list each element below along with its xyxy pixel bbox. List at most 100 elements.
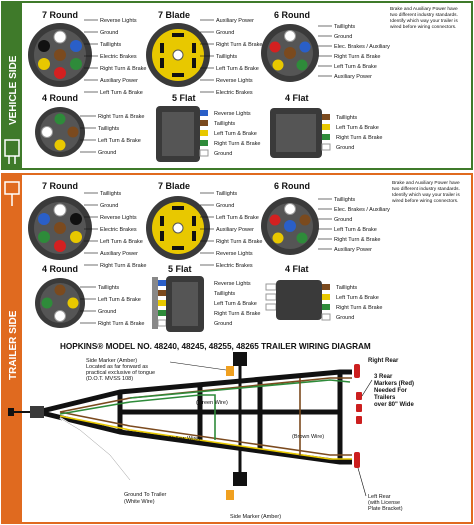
svg-text:(with License: (with License [368, 500, 400, 506]
svg-text:Needed For: Needed For [374, 388, 408, 394]
pin-red [54, 67, 66, 79]
pin-label: Left Turn & Brake [216, 66, 259, 72]
pin-green [70, 58, 82, 70]
pin-label: Taillights [98, 285, 119, 291]
trailer-6-round: 6 Round Taillights Elec. Brakes / Auxili… [261, 180, 460, 255]
pin-label: Reverse Lights [100, 215, 137, 221]
pin-label: Electric Brakes [100, 227, 137, 233]
ground-label: Ground To Trailer [124, 492, 167, 498]
pin-label: Ground [100, 30, 118, 36]
vehicle-4-round: 4 Round Right Turn & Brake Taillights Le… [35, 93, 144, 157]
pin-label: Left Turn & Brake [334, 64, 377, 70]
svg-text:Trailers: Trailers [374, 395, 396, 401]
green-wire-label: (Green Wire) [196, 400, 228, 406]
pin-label: Elec. Brakes / Auxiliary [334, 44, 390, 50]
pin-label: Right Turn & Brake [98, 114, 144, 120]
vehicle-7-blade: 7 Blade Auxiliary Power Ground Right Tur… [146, 10, 262, 96]
wiring-diagram-title: HOPKINS® MODEL NO. 48240, 48245, 48255, … [60, 342, 371, 351]
vehicle-4-flat: 4 Flat Taillights Left Turn & Brake Righ… [270, 93, 382, 158]
pin-label: Auxiliary Power [216, 227, 254, 233]
tongue-plug-icon [8, 406, 44, 418]
side-marker-label: Side Marker (Amber) [86, 358, 137, 364]
pin-label: Taillights [214, 291, 235, 297]
pin-label: Ground [100, 203, 118, 209]
trailer-4-round-title: 4 Round [42, 264, 78, 274]
pin-label: Right Turn & Brake [336, 305, 382, 311]
pin-label: Right Turn & Brake [100, 263, 146, 269]
pin-yellow [38, 58, 50, 70]
trailer-side-band [2, 174, 22, 523]
svg-text:wired before wiring connectors: wired before wiring connectors. [392, 198, 458, 204]
pin-label: Right Turn & Brake [214, 141, 260, 147]
svg-text:(D.O.T. MVSS 108): (D.O.T. MVSS 108) [86, 376, 133, 382]
trailer-6-round-title: 6 Round [274, 181, 310, 191]
trailer-4-round: 4 Round Taillights Left Turn & Brake Gro… [35, 264, 144, 328]
pin-label: Taillights [336, 285, 357, 291]
vehicle-5-flat-title: 5 Flat [172, 93, 196, 103]
left-rear-label: Left Rear [368, 494, 391, 500]
pin-label: Electric Brakes [216, 263, 253, 269]
pin-label: Taillights [334, 197, 355, 203]
side-marker-front [226, 366, 234, 376]
vehicle-plug-icon [4, 139, 20, 164]
side-marker-bottom-label: Side Marker (Amber) [230, 514, 281, 520]
svg-text:Brake and Auxiliary Power have: Brake and Auxiliary Power have [392, 180, 460, 186]
pin-label: Ground [214, 151, 232, 157]
pin-label: Electric Brakes [100, 54, 137, 60]
svg-text:two different industry standar: two different industry standards. [392, 186, 460, 192]
pin-label: Auxiliary Power [100, 78, 138, 84]
pin-label: Reverse Lights [100, 18, 137, 24]
svg-text:over 80" Wide: over 80" Wide [374, 402, 414, 408]
pin-label: Right Turn & Brake [216, 42, 262, 48]
pin-blue [70, 40, 82, 52]
pin-label: Taillights [100, 42, 121, 48]
trailer-5-flat: 5 Flat Reverse Lights Taillights Left Tu… [152, 264, 260, 332]
pin-label: Left Turn & Brake [214, 301, 257, 307]
vehicle-7-blade-title: 7 Blade [158, 10, 190, 20]
pin-label: Elec. Brakes / Auxiliary [334, 207, 390, 213]
svg-text:Located as far forward as: Located as far forward as [86, 364, 148, 370]
pin-label: Ground [216, 30, 234, 36]
pin-label: Left Turn & Brake [98, 138, 141, 144]
pin-label: Reverse Lights [216, 78, 253, 84]
connector-body [276, 280, 322, 320]
pin-label: Right Turn & Brake [214, 311, 260, 317]
trailer-5-flat-title: 5 Flat [168, 264, 192, 274]
svg-text:practical exclusive of tongue: practical exclusive of tongue [86, 370, 155, 376]
svg-text:Identify which way your traile: Identify which way your trailer is [390, 18, 458, 24]
three-rear-markers-label: 3 Rear [374, 374, 393, 380]
trailer-axle [233, 352, 247, 486]
trailer-7-blade-title: 7 Blade [158, 181, 190, 191]
pin-label: Taillights [100, 191, 121, 197]
pin-label: Taillights [216, 54, 237, 60]
pin-label: Ground [334, 34, 352, 40]
standards-note: Brake and Auxiliary Power have two diffe… [392, 180, 460, 204]
pin-label: Left Turn & Brake [214, 131, 257, 137]
pin-brown [54, 49, 66, 61]
pin-label: Ground [98, 150, 116, 156]
brown-wire-label: (Brown Wire) [292, 434, 324, 440]
trailer-7-round: 7 Round Taillights Ground Reverse Lights… [28, 181, 146, 269]
pin-label: Reverse Lights [214, 111, 251, 117]
rear-markers [354, 364, 362, 468]
trailer-plug-icon [4, 181, 20, 206]
vehicle-4-round-title: 4 Round [42, 93, 78, 103]
svg-text:wired before wiring connectors: wired before wiring connectors. [390, 24, 456, 30]
vehicle-6-round-title: 6 Round [274, 10, 310, 20]
standards-note: Brake and Auxiliary Power have two diffe… [390, 6, 458, 30]
vehicle-7-round-title: 7 Round [42, 10, 78, 20]
trailer-4-flat-title: 4 Flat [285, 264, 309, 274]
svg-text:Plate Bracket): Plate Bracket) [368, 506, 403, 512]
pin-white [53, 30, 67, 44]
pin-label: Ground [214, 321, 232, 327]
trailer-wiring-diagram: HOPKINS® MODEL NO. 48240, 48245, 48255, … [8, 342, 414, 520]
pin-label: Left Turn & Brake [334, 227, 377, 233]
pin-label: Ground [334, 217, 352, 223]
pin-label: Left Turn & Brake [336, 295, 379, 301]
right-rear-label: Right Rear [368, 358, 399, 364]
pin-label: Left Turn & Brake [100, 90, 143, 96]
pin-label: Reverse Lights [216, 251, 253, 257]
pin-label: Taillights [334, 24, 355, 30]
pin-label: Auxiliary Power [100, 251, 138, 257]
